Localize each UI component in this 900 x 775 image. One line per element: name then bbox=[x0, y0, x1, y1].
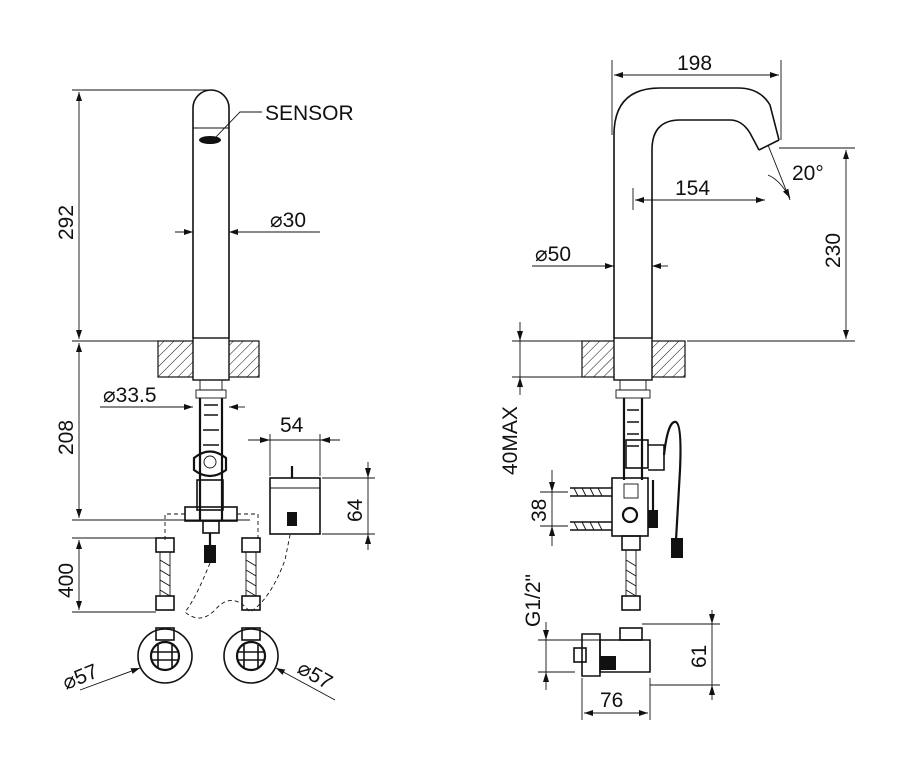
mixing-block-port bbox=[621, 506, 639, 524]
inlet-thread-bottom bbox=[573, 521, 603, 531]
flex-hose-right-view bbox=[621, 535, 641, 611]
spout-base-left bbox=[192, 337, 230, 381]
sensor-leader bbox=[212, 111, 262, 141]
shank-tube-left bbox=[198, 398, 224, 520]
inlet-pipe-top bbox=[570, 487, 612, 497]
dim-230-label: 230 bbox=[822, 233, 845, 268]
cable-right bbox=[662, 420, 682, 541]
dim-61-label: 61 bbox=[688, 645, 711, 668]
dim-30-label: ⌀30 bbox=[270, 209, 306, 232]
stop-valve-left bbox=[137, 627, 193, 684]
solenoid-block-left bbox=[196, 479, 224, 511]
clamp-nut-left bbox=[192, 450, 228, 478]
right-side-view: 198 154 20° 230 ⌀50 40MAX bbox=[499, 52, 855, 720]
shank-thread-left bbox=[203, 404, 219, 446]
dim-198-label: 198 bbox=[677, 52, 712, 75]
spout-body-left bbox=[192, 89, 230, 338]
spout-outer-curve bbox=[613, 87, 780, 338]
inlet-pipe-bottom bbox=[570, 521, 612, 531]
dim-57-right-label: ⌀57 bbox=[294, 656, 337, 694]
inlet-thread-top bbox=[573, 487, 603, 497]
control-box bbox=[269, 477, 321, 535]
angle-20-label: 20° bbox=[792, 162, 824, 185]
dim-54-label: 54 bbox=[280, 414, 304, 437]
sensor-label: SENSOR bbox=[265, 102, 354, 125]
dim-57-left-label: ⌀57 bbox=[59, 660, 101, 695]
dim-33-5-label: ⌀33.5 bbox=[103, 384, 157, 407]
spout-outlet-face bbox=[758, 139, 780, 151]
dim-g12-label: G1/2" bbox=[522, 574, 545, 627]
dim-400-label: 400 bbox=[55, 563, 78, 598]
dim-292-label: 292 bbox=[55, 205, 78, 240]
shank-washer-right bbox=[615, 389, 651, 399]
cable-plug-left bbox=[204, 545, 216, 563]
dashed-cable-loop bbox=[184, 534, 291, 619]
flex-hose-left bbox=[155, 537, 175, 611]
clamp-bolt-left bbox=[203, 455, 217, 469]
dim-154-label: 154 bbox=[675, 177, 710, 200]
tee-connector-left bbox=[184, 506, 238, 522]
dim-33-5-value: 33.5 bbox=[116, 384, 157, 407]
dim-38-label: 38 bbox=[528, 499, 551, 522]
mixing-block-window bbox=[623, 483, 639, 499]
dim-30-diameter-symbol: ⌀ bbox=[270, 209, 283, 232]
stop-valve-side-view bbox=[573, 627, 651, 677]
flex-hose-right bbox=[241, 537, 261, 611]
control-box-terminal bbox=[287, 512, 297, 526]
shank-washer-left bbox=[195, 389, 227, 399]
dim-50-diameter-symbol: ⌀ bbox=[535, 243, 548, 266]
sensor-window bbox=[199, 136, 221, 144]
cable-plug-right-1 bbox=[671, 538, 683, 558]
shank-thread-right bbox=[627, 409, 639, 447]
dim-50-value: 50 bbox=[548, 243, 571, 266]
valve-body-right bbox=[625, 439, 649, 469]
dashed-supply-path bbox=[164, 513, 259, 540]
dim-208-label: 208 bbox=[55, 420, 78, 455]
dim-50-label: ⌀50 bbox=[535, 243, 571, 266]
shank-nut-right bbox=[619, 379, 647, 391]
spout-base-right bbox=[613, 337, 653, 381]
dim-40max-label: 40MAX bbox=[499, 406, 522, 475]
dim-30-value: 30 bbox=[283, 209, 306, 232]
stop-valve-right bbox=[223, 627, 279, 684]
dim-64-label: 64 bbox=[344, 498, 367, 522]
cable-plug-right-2 bbox=[648, 510, 658, 528]
shank-tube-right bbox=[622, 398, 644, 480]
dim-57-left-leader bbox=[79, 667, 141, 691]
dim-76-label: 76 bbox=[600, 689, 623, 712]
tee-outlet-left bbox=[202, 520, 220, 534]
dim-57-right-leader bbox=[275, 667, 336, 701]
shank-nut-left bbox=[199, 379, 223, 391]
dim-33-5-diameter-symbol: ⌀ bbox=[103, 384, 116, 407]
valve-arm-right bbox=[648, 444, 665, 471]
left-front-view: SENSOR ⌀30 292 208 ⌀33.5 bbox=[55, 89, 375, 701]
spout-inner-curve bbox=[651, 119, 760, 338]
angle-arc bbox=[767, 174, 791, 199]
